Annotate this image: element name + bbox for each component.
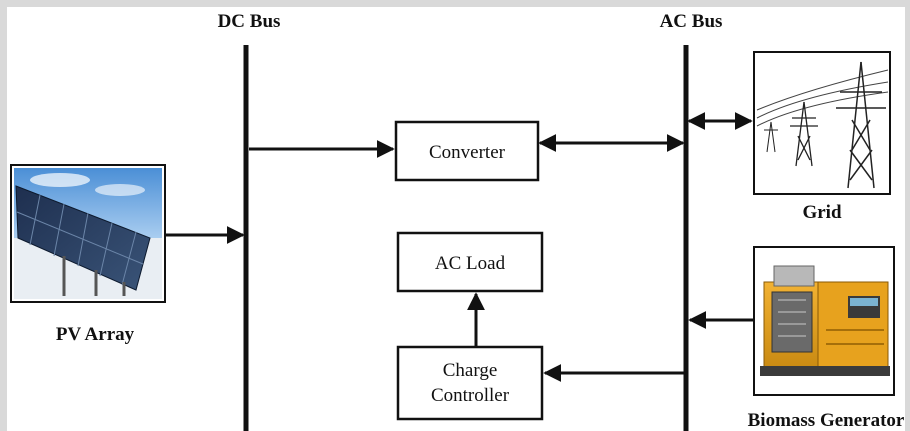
grid-label: Grid [802, 202, 841, 223]
biomass-generator-image [753, 246, 895, 396]
pv-array-image [10, 164, 166, 303]
biomass-generator-label: Biomass Generator [748, 410, 905, 431]
ac-bus-label: AC Bus [660, 11, 723, 32]
ac-load-label: AC Load [435, 253, 506, 274]
charge-controller-label-line2: Controller [431, 385, 510, 406]
charge-controller-label-line1: Charge [443, 360, 498, 381]
dc-bus-label: DC Bus [218, 11, 281, 32]
charge-controller-block [396, 345, 544, 421]
converter-block [394, 120, 540, 182]
grid-tower-image [753, 51, 891, 195]
converter-label: Converter [429, 142, 506, 163]
ac-load-block [396, 231, 544, 293]
pv-array-label: PV Array [56, 324, 135, 345]
